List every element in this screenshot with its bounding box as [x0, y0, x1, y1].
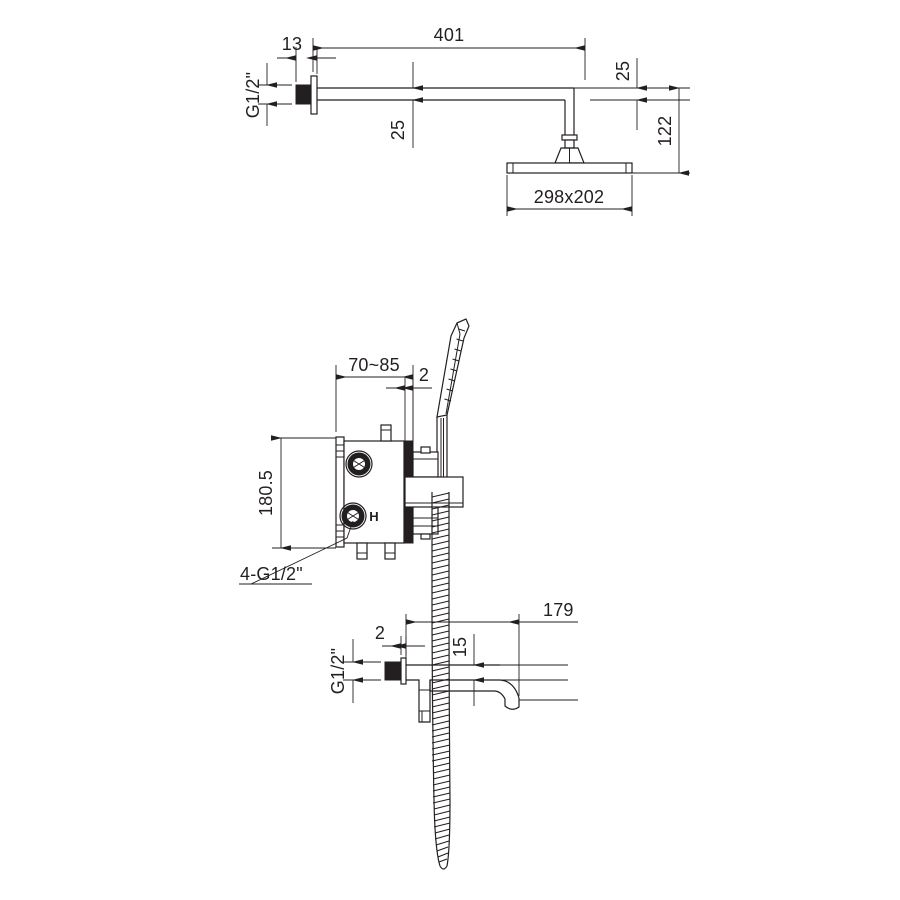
wand-rib-3: [454, 348, 462, 352]
dim-ghalf-bottom-text: G1/2": [328, 648, 348, 694]
arm-wall-flange: [310, 75, 318, 115]
valve-top-port: [380, 424, 392, 442]
wand-rib-8: [444, 398, 452, 402]
leader-4-g-half: 4-G1/2": [239, 520, 354, 585]
dim-401-text: 401: [434, 25, 465, 45]
valve-escutcheon: [404, 446, 464, 540]
escutcheon-lower-cap: [420, 533, 431, 540]
hose-left-edge: [431, 492, 441, 867]
dim-2-mid: 2: [386, 365, 432, 474]
dim-13: 13: [277, 34, 336, 82]
dim-2-mid-text: 2: [419, 365, 429, 385]
dim-g-half-top: G1/2": [243, 63, 292, 126]
dim-180-5: 180.5: [256, 435, 336, 551]
dim-70-85: 70~85: [335, 355, 414, 444]
bottom-view-spout: 179 2 G1/2": [328, 600, 578, 723]
ball-joint-stem: [564, 139, 575, 149]
shower-arm-geometry: [295, 75, 633, 174]
dim-head-plate: 298x202: [506, 175, 633, 216]
spout-geometry: [384, 657, 520, 723]
hose-right-edge: [446, 492, 451, 867]
dim-head-plate-text: 298x202: [534, 187, 604, 207]
dim-70-85-text: 70~85: [348, 355, 400, 375]
escutcheon-upper-cap: [420, 446, 431, 454]
valve-bottom-port-right: [384, 542, 396, 560]
spout-outlet-profile: [429, 679, 520, 710]
hose-coil-hatching: [431, 492, 451, 863]
dim-13-text: 13: [282, 34, 302, 54]
wand-rib-6: [448, 378, 456, 382]
dim-2-bottom-text: 2: [375, 623, 385, 643]
escutcheon-upper-sleeve: [412, 451, 439, 478]
dim-25-arm: 25: [388, 62, 423, 148]
hand-shower-spray-face: [456, 318, 467, 324]
arm-inlet-nipple: [295, 84, 312, 105]
leader-4ghalf-line: [250, 520, 354, 585]
shower-hose: [431, 492, 451, 870]
hose-end-tip: [439, 865, 448, 870]
valve-bottom-port-left: [356, 542, 368, 560]
dim-401: 401: [312, 25, 586, 80]
hand-shower-wand-inner-line: [445, 322, 461, 415]
valve-body: H: [335, 424, 414, 560]
top-view-shower-arm: 401 13 G1/2" 25: [243, 25, 690, 216]
valve-upper-boss-outer: [345, 450, 373, 478]
spout-rear-hanger: [406, 679, 431, 723]
ball-joint-collar: [561, 134, 578, 141]
dim-ghalf-top-text: G1/2": [243, 72, 263, 118]
dim-25-head-text: 25: [613, 61, 633, 81]
hot-marking-label: H: [369, 509, 379, 524]
valve-lower-boss-splines: [347, 512, 359, 520]
dim-180-5-text: 180.5: [256, 470, 276, 516]
middle-view-valve: H: [239, 318, 470, 870]
leader-4-g-half-text: 4-G1/2": [240, 564, 303, 584]
dim-15: 15: [450, 634, 568, 706]
dim-122-text: 122: [655, 116, 675, 147]
wand-rib-2: [456, 338, 464, 342]
spout-wall-flange: [400, 657, 407, 685]
wand-rib-5: [450, 368, 458, 372]
spout-inlet-nipple: [384, 661, 402, 681]
dim-122: 122: [632, 85, 690, 176]
dim-179-text: 179: [543, 600, 574, 620]
valve-upper-boss-splines: [353, 460, 365, 468]
wand-rib-1: [458, 328, 466, 332]
dim-15-text: 15: [450, 637, 470, 657]
dim-g-half-bottom: G1/2": [328, 639, 381, 703]
shower-head-plate: [506, 162, 633, 174]
dim-25-head: 25: [545, 58, 690, 130]
dim-25-arm-text: 25: [388, 120, 408, 140]
hand-shower: [436, 318, 470, 492]
wand-rib-4: [452, 358, 460, 362]
dim-2-bottom: 2: [375, 623, 425, 656]
wand-rib-7: [446, 388, 454, 392]
hand-shower-wand-body: [436, 318, 470, 418]
escutcheon-lower-sleeve: [412, 505, 439, 535]
valve-lower-boss-outer: [339, 502, 367, 530]
